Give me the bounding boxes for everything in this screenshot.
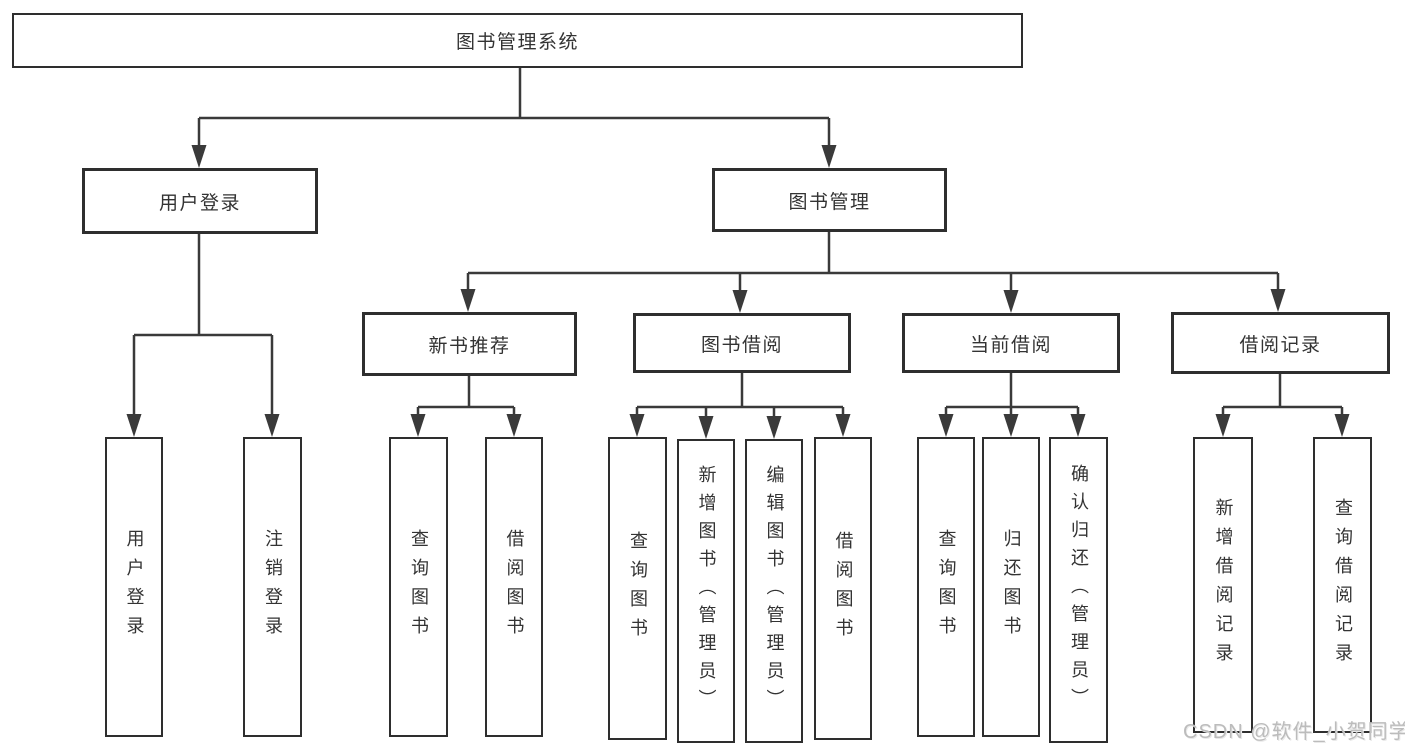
leaf-user-login-label: 用户登录 bbox=[124, 529, 145, 645]
leaf-return-books-label: 归还图书 bbox=[1001, 529, 1022, 645]
node-user-login: 用户登录 bbox=[82, 168, 318, 234]
leaf-add-books-admin-label: 新增图书（管理员） bbox=[696, 465, 717, 717]
node-current-borrow-label: 当前借阅 bbox=[969, 334, 1052, 356]
node-borrow-records: 借阅记录 bbox=[1171, 312, 1390, 374]
node-borrow-records-label: 借阅记录 bbox=[1239, 334, 1322, 356]
leaf-current-query-books: 查询图书 bbox=[917, 437, 975, 737]
node-book-management-label: 图书管理 bbox=[788, 191, 871, 213]
leaf-edit-books-admin: 编辑图书（管理员） bbox=[745, 439, 803, 743]
leaf-confirm-return-admin: 确认归还（管理员） bbox=[1049, 437, 1108, 743]
leaf-confirm-return-admin-label: 确认归还（管理员） bbox=[1068, 464, 1089, 716]
leaf-add-books-admin: 新增图书（管理员） bbox=[677, 439, 735, 743]
leaf-recommend-query-books-label: 查询图书 bbox=[408, 529, 429, 645]
leaf-logout: 注销登录 bbox=[243, 437, 302, 737]
leaf-recommend-query-books: 查询图书 bbox=[389, 437, 448, 737]
leaf-add-borrow-record-label: 新增借阅记录 bbox=[1213, 498, 1234, 672]
node-book-borrow: 图书借阅 bbox=[633, 313, 851, 373]
leaf-query-borrow-record: 查询借阅记录 bbox=[1313, 437, 1372, 733]
leaf-logout-label: 注销登录 bbox=[262, 529, 283, 645]
node-book-borrow-label: 图书借阅 bbox=[700, 334, 783, 356]
leaf-borrow-query-books: 查询图书 bbox=[608, 437, 667, 740]
leaf-borrow-query-books-label: 查询图书 bbox=[627, 530, 648, 647]
leaf-recommend-borrow-books-label: 借阅图书 bbox=[504, 529, 525, 645]
node-root-label: 图书管理系统 bbox=[455, 32, 579, 53]
leaf-user-login: 用户登录 bbox=[105, 437, 163, 737]
node-user-login-label: 用户登录 bbox=[158, 192, 241, 214]
node-root: 图书管理系统 bbox=[12, 13, 1023, 68]
arrowheads bbox=[126, 145, 1350, 439]
csdn-watermark: CSDN @软件_小贺同学 bbox=[1183, 721, 1405, 743]
node-new-book-recommend: 新书推荐 bbox=[362, 312, 577, 376]
leaf-query-borrow-record-label: 查询借阅记录 bbox=[1332, 498, 1353, 672]
leaf-add-borrow-record: 新增借阅记录 bbox=[1193, 437, 1253, 733]
leaf-borrow-books: 借阅图书 bbox=[814, 437, 872, 740]
node-new-book-recommend-label: 新书推荐 bbox=[428, 335, 511, 357]
leaf-borrow-books-label: 借阅图书 bbox=[833, 530, 854, 647]
leaf-edit-books-admin-label: 编辑图书（管理员） bbox=[764, 465, 785, 717]
node-book-management: 图书管理 bbox=[712, 168, 947, 232]
node-current-borrow: 当前借阅 bbox=[902, 313, 1120, 373]
leaf-recommend-borrow-books: 借阅图书 bbox=[485, 437, 543, 737]
leaf-return-books: 归还图书 bbox=[982, 437, 1040, 737]
leaf-current-query-books-label: 查询图书 bbox=[936, 529, 957, 645]
